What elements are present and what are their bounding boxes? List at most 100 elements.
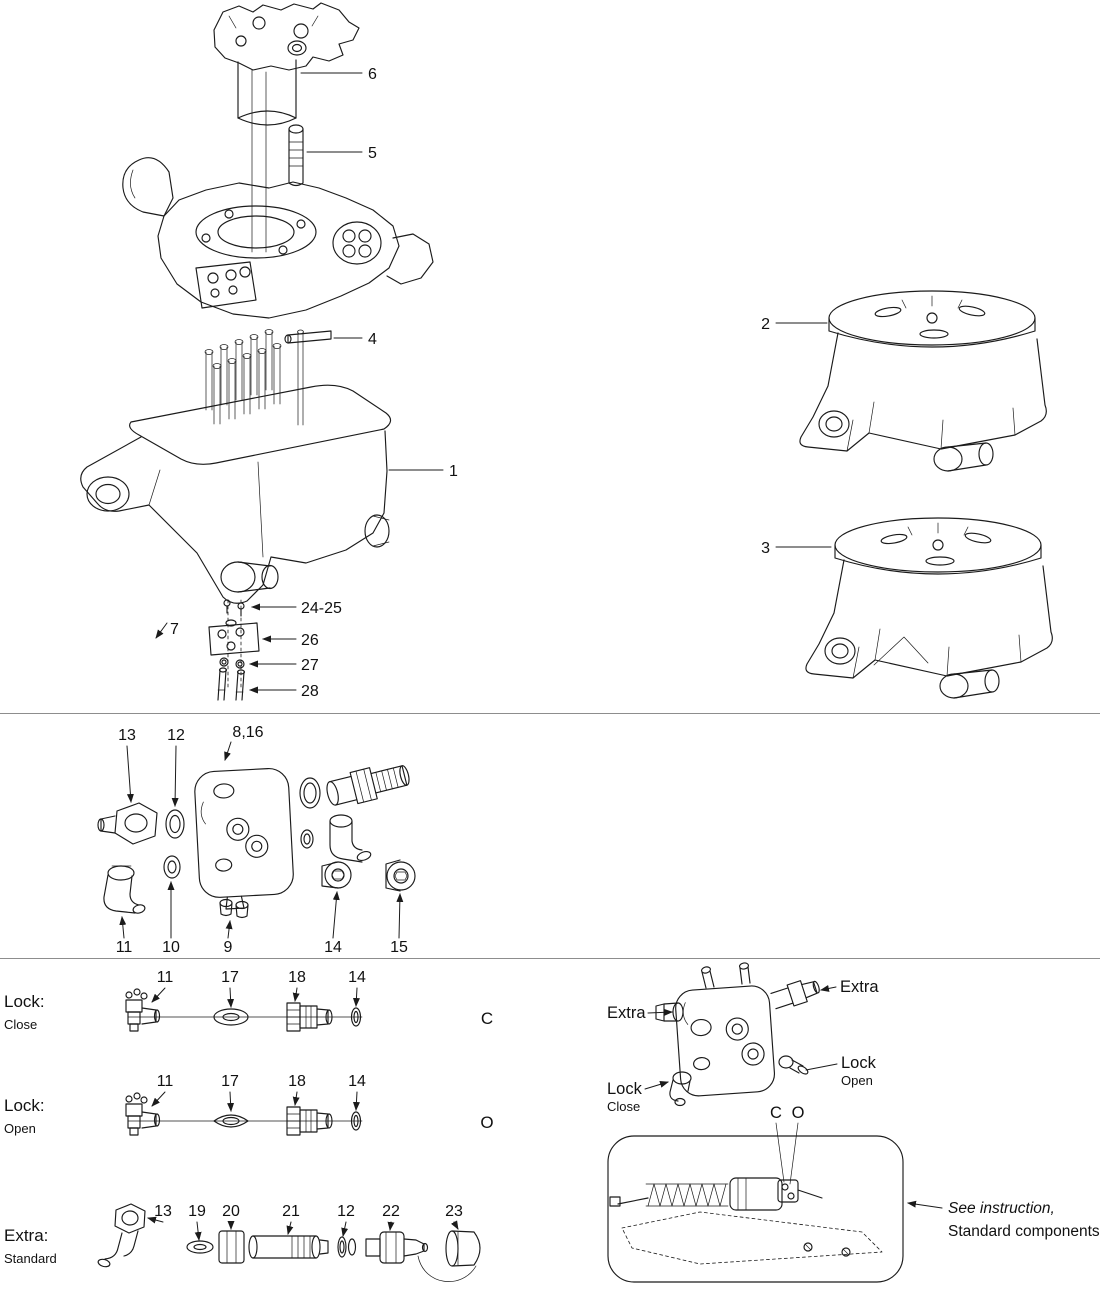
callout-extra-23: 23 <box>445 1203 463 1220</box>
straight-fitting-drawing <box>326 765 410 806</box>
callout-8-16: 8,16 <box>232 724 263 741</box>
callout-open-18: 18 <box>288 1073 306 1090</box>
label-lock-close: Lock <box>607 1080 643 1098</box>
callout-extra-22: 22 <box>382 1203 400 1220</box>
leader-extra-13 <box>147 1216 164 1224</box>
callout-4: 4 <box>368 331 377 348</box>
label-lock-close-sub: Close <box>607 1099 640 1114</box>
callout-14: 14 <box>324 939 342 956</box>
callout-7: 7 <box>170 621 179 638</box>
leader-note <box>907 1200 943 1209</box>
leader-7 <box>155 622 168 639</box>
label-extra-left: Extra <box>607 1004 646 1022</box>
callout-9: 9 <box>224 939 233 956</box>
callout-close-17: 17 <box>221 969 239 986</box>
leader-extra-22 <box>387 1221 395 1231</box>
note-line2: Standard components <box>948 1223 1100 1240</box>
letter-o: O <box>480 1113 493 1132</box>
housing-part3-drawing <box>805 517 1053 699</box>
leader-lock-close <box>644 1080 669 1090</box>
hex-plug-13-drawing <box>97 802 158 845</box>
callout-10: 10 <box>162 939 180 956</box>
callout-13: 13 <box>118 727 136 744</box>
callout-26: 26 <box>301 632 319 649</box>
leader-close-18 <box>292 987 300 1002</box>
actuator-drawing <box>609 1177 883 1265</box>
callout-24-25: 24-25 <box>301 600 342 617</box>
callout-open-17: 17 <box>221 1073 239 1090</box>
manifold-detail-drawing <box>655 962 820 1107</box>
leader-close-17 <box>227 987 235 1008</box>
letter-c-detail: C <box>770 1104 782 1122</box>
extra-standard-parts-drawing <box>97 1203 481 1282</box>
nuts-27-drawing <box>219 657 245 669</box>
callout-1: 1 <box>449 463 458 480</box>
leader-extra-19 <box>194 1221 202 1241</box>
leader-open-18 <box>292 1091 300 1106</box>
bolt-part5-drawing <box>288 124 304 187</box>
leader-extra-21 <box>286 1221 294 1235</box>
plug-14-drawing <box>321 861 352 889</box>
extra-sub: Standard <box>4 1251 57 1266</box>
leader-11 <box>119 916 127 939</box>
leader-12 <box>171 745 179 807</box>
callout-2: 2 <box>761 316 770 333</box>
leader-o <box>789 1122 799 1185</box>
plugs-9-drawing <box>219 898 249 919</box>
label-lock-open-sub: Open <box>841 1073 873 1088</box>
callout-extra-13: 13 <box>154 1203 172 1220</box>
letter-c: C <box>481 1009 493 1028</box>
callout-close-18: 18 <box>288 969 306 986</box>
callout-6: 6 <box>368 66 377 83</box>
manifold-block-drawing <box>194 768 294 910</box>
callout-15: 15 <box>390 939 408 956</box>
leader-c <box>775 1122 785 1183</box>
callout-open-14: 14 <box>348 1073 366 1090</box>
studs-28-drawing <box>217 667 246 701</box>
label-lock-open: Lock <box>841 1054 877 1072</box>
leader-9 <box>225 920 233 939</box>
callout-27: 27 <box>301 657 319 674</box>
lock-close-sub: Close <box>4 1017 37 1032</box>
leader-open-14 <box>352 1091 360 1111</box>
leader-lock-open <box>805 1063 838 1071</box>
leader-open-17 <box>227 1091 235 1112</box>
callout-28: 28 <box>301 683 319 700</box>
elbow-fitting-right-drawing <box>329 814 372 863</box>
leader-extra-23 <box>450 1220 459 1230</box>
callout-extra-21: 21 <box>282 1203 300 1220</box>
callout-extra-20: 20 <box>222 1203 240 1220</box>
bolts-24-25-drawing <box>223 599 245 617</box>
callout-open-11: 11 <box>157 1073 174 1090</box>
lock-close-title: Lock: <box>4 992 45 1011</box>
extra-title: Extra: <box>4 1226 48 1245</box>
label-extra-right: Extra <box>840 978 879 996</box>
callout-extra-12: 12 <box>337 1203 355 1220</box>
leader-close-11 <box>151 987 166 1003</box>
instruction-box <box>607 1135 904 1283</box>
lock-open-title: Lock: <box>4 1096 45 1115</box>
lock-close-parts-drawing <box>125 988 363 1032</box>
lock-open-parts-drawing <box>125 1092 363 1136</box>
housing-part2-drawing <box>799 290 1047 472</box>
leader-8-16 <box>224 741 232 761</box>
callout-close-11: 11 <box>157 969 174 986</box>
callout-3: 3 <box>761 540 770 557</box>
washer-12-drawing <box>165 809 185 839</box>
studs-group-drawing <box>204 329 304 426</box>
letter-o-detail: O <box>792 1104 805 1122</box>
leader-extra-12 <box>341 1221 349 1237</box>
pin-part4-drawing <box>284 330 332 344</box>
plug-15-drawing <box>385 859 416 892</box>
lock-open-sub: Open <box>4 1121 36 1136</box>
pump-body-drawing <box>122 157 434 319</box>
callout-11: 11 <box>116 939 133 956</box>
washer-10-drawing <box>163 855 181 879</box>
callout-5: 5 <box>368 145 377 162</box>
valve-block-26-drawing <box>208 619 260 656</box>
callout-extra-19: 19 <box>188 1203 206 1220</box>
elbow-fitting-11-drawing <box>103 865 146 914</box>
leader-open-11 <box>151 1091 166 1107</box>
